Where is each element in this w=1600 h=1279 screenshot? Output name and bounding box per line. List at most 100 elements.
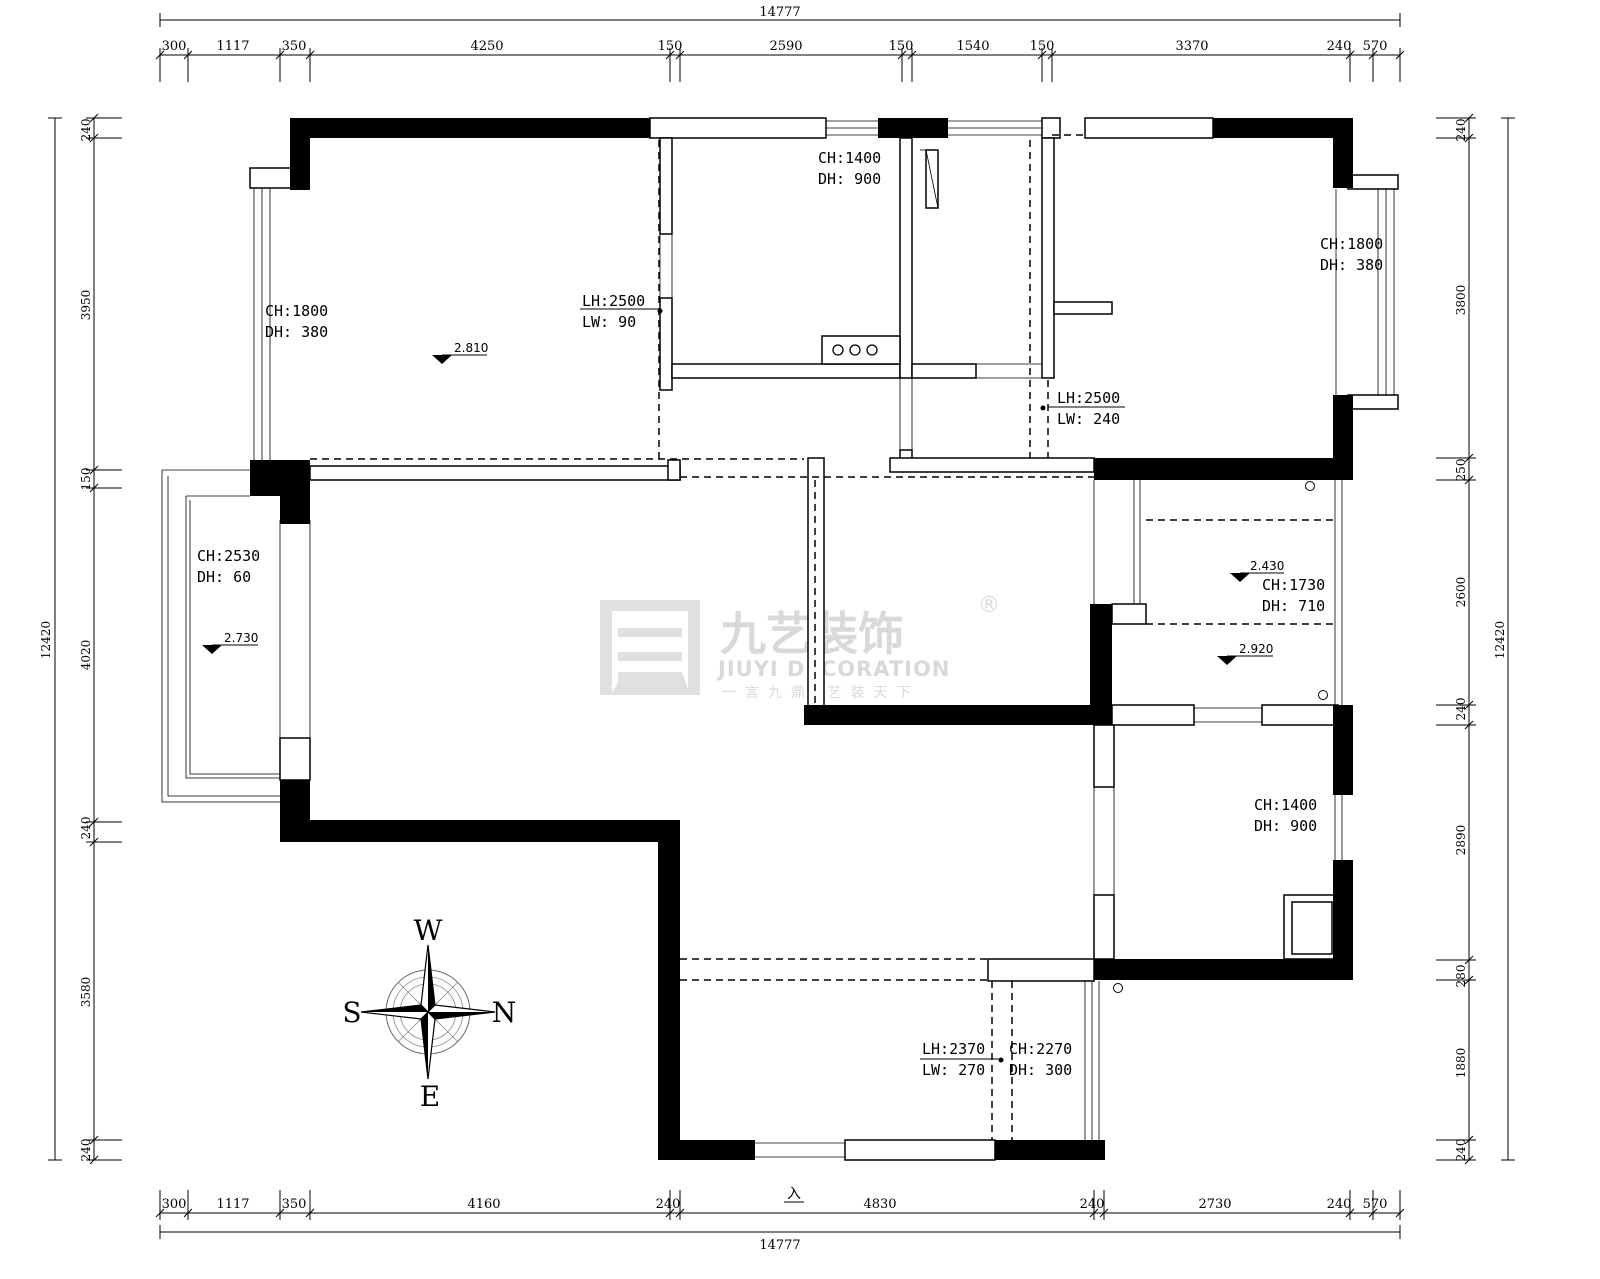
annotation-window-small-room: CH:1400 DH: 900 (1254, 796, 1317, 835)
beam-dashed-lines (310, 134, 1335, 1140)
dim-tick-slash (1464, 1135, 1474, 1145)
note-line: CH:1800 (265, 302, 328, 320)
dim-tick-slash (1047, 50, 1057, 60)
dimension-lines (48, 13, 1515, 1239)
level-marker-bath-lower: 2.920 (1217, 642, 1273, 665)
window-glazing (161, 120, 1395, 1158)
dim-tick-slash (675, 1208, 685, 1218)
level-marker-bath-upper: 2.430 (1230, 559, 1284, 582)
dim-right-seg: 280 (1454, 965, 1468, 988)
watermark: 九艺装饰 ® JIUYI DECORATION 一言九鼎·艺装天下 (600, 593, 1000, 701)
dim-tick-slash (1464, 113, 1474, 123)
level-marker-balcony: 2.730 (202, 631, 258, 654)
dim-tick-slash (183, 50, 193, 60)
level-value: 2.810 (454, 341, 488, 355)
note-line: LW: 270 (922, 1061, 985, 1079)
dim-right-seg: 240 (1454, 1139, 1468, 1162)
dim-left-seg: 3580 (79, 977, 93, 1008)
dim-tick-slash (275, 1208, 285, 1218)
annotation-window-right-top: CH:1800 DH: 380 (1320, 235, 1383, 274)
dim-tick-slash (1464, 975, 1474, 985)
compass-label-top: W (414, 914, 443, 947)
annotation-window-bath: CH:1730 DH: 710 (1262, 576, 1325, 615)
dim-bottom-seg: 240 (1080, 1197, 1105, 1212)
annotation-beam-left: LH:2500 LW: 90 (582, 292, 645, 331)
dim-left-seg: 240 (79, 119, 93, 142)
note-line: DH: 60 (197, 568, 251, 586)
dim-tick-slash (89, 113, 99, 123)
dim-top-seg: 4250 (470, 39, 503, 54)
dim-tick-slash (1368, 1208, 1378, 1218)
note-line: CH:1400 (818, 149, 881, 167)
level-value: 2.430 (1250, 559, 1284, 573)
note-line: CH:1730 (1262, 576, 1325, 594)
dim-right-seg: 2600 (1454, 577, 1468, 608)
dim-tick-slash (275, 50, 285, 60)
dim-tick-slash (183, 1208, 193, 1218)
dim-bottom-segments: 300 1117 350 4160 240 4830 240 2730 240 … (162, 1197, 1388, 1212)
note-line: CH:2530 (197, 547, 260, 565)
note-line: LH:2500 (1057, 389, 1120, 407)
dim-top-seg: 3370 (1175, 39, 1208, 54)
dim-left-seg: 4020 (79, 640, 93, 671)
dim-tick-slash (665, 50, 675, 60)
dim-tick-slash (305, 50, 315, 60)
dim-tick-slash (1395, 1208, 1405, 1218)
dim-bottom-seg: 300 (162, 1197, 187, 1212)
note-line: LW: 240 (1057, 410, 1120, 428)
dim-tick-slash (1464, 700, 1474, 710)
dim-tick-slash (89, 1155, 99, 1165)
dim-left-seg: 240 (79, 817, 93, 840)
beam-point-markers (657, 308, 1046, 1063)
annotation-window-balcony: CH:2530 DH: 60 (197, 547, 260, 586)
entrance-marker: 入 (784, 1186, 804, 1203)
dim-top-seg: 300 (162, 39, 187, 54)
dim-bottom-seg: 4830 (863, 1197, 896, 1212)
level-triangle-icon (432, 355, 452, 364)
compass-label-left: S (342, 996, 361, 1029)
dim-top-seg: 350 (282, 39, 307, 54)
note-line: DH: 900 (818, 170, 881, 188)
annotation-window-left-top: CH:1800 DH: 380 (265, 302, 328, 341)
dim-right-seg: 240 (1454, 698, 1468, 721)
note-line: CH:2270 (1009, 1040, 1072, 1058)
level-triangle-icon (1230, 573, 1250, 582)
dim-bottom-seg: 350 (282, 1197, 307, 1212)
dim-bottom-seg: 240 (1327, 1197, 1352, 1212)
dim-tick-slash (1099, 1208, 1109, 1218)
watermark-brand-en: JIUYI DECORATION (716, 657, 950, 681)
dim-tick-slash (1395, 50, 1405, 60)
dim-tick-slash (1464, 133, 1474, 143)
dim-tick-slash (1464, 955, 1474, 965)
dim-top-seg: 150 (658, 39, 683, 54)
level-value: 2.920 (1239, 642, 1273, 656)
load-bearing-walls (250, 118, 1353, 1160)
compass-rose-icon (360, 944, 496, 1080)
note-line: LH:2370 (922, 1040, 985, 1058)
annotation-window-bottom: CH:2270 DH: 300 (1009, 1040, 1072, 1079)
dim-tick-slash (89, 133, 99, 143)
dimension-ticks (86, 48, 1476, 1220)
dim-tick-slash (155, 50, 165, 60)
level-value: 2.730 (224, 631, 258, 645)
dim-tick-slash (675, 50, 685, 60)
compass-label-bottom: E (420, 1080, 440, 1113)
dim-tick-slash (89, 837, 99, 847)
dim-top-seg: 150 (889, 39, 914, 54)
dim-tick-slash (155, 1208, 165, 1218)
note-line: DH: 300 (1009, 1061, 1072, 1079)
dim-tick-slash (305, 1208, 315, 1218)
dim-tick-slash (665, 1208, 675, 1218)
dim-right-seg: 250 (1454, 459, 1468, 482)
dim-top-seg: 240 (1327, 39, 1352, 54)
dim-left-seg: 3950 (79, 290, 93, 321)
drain-icons (1113, 481, 1328, 993)
dim-tick-slash (1368, 50, 1378, 60)
dim-tick-slash (89, 483, 99, 493)
note-line: DH: 380 (265, 323, 328, 341)
entrance-label: 入 (787, 1186, 801, 1202)
dim-right-total: 12420 (1493, 621, 1507, 659)
dim-tick-slash (89, 465, 99, 475)
dim-right-seg: 3800 (1454, 285, 1468, 316)
